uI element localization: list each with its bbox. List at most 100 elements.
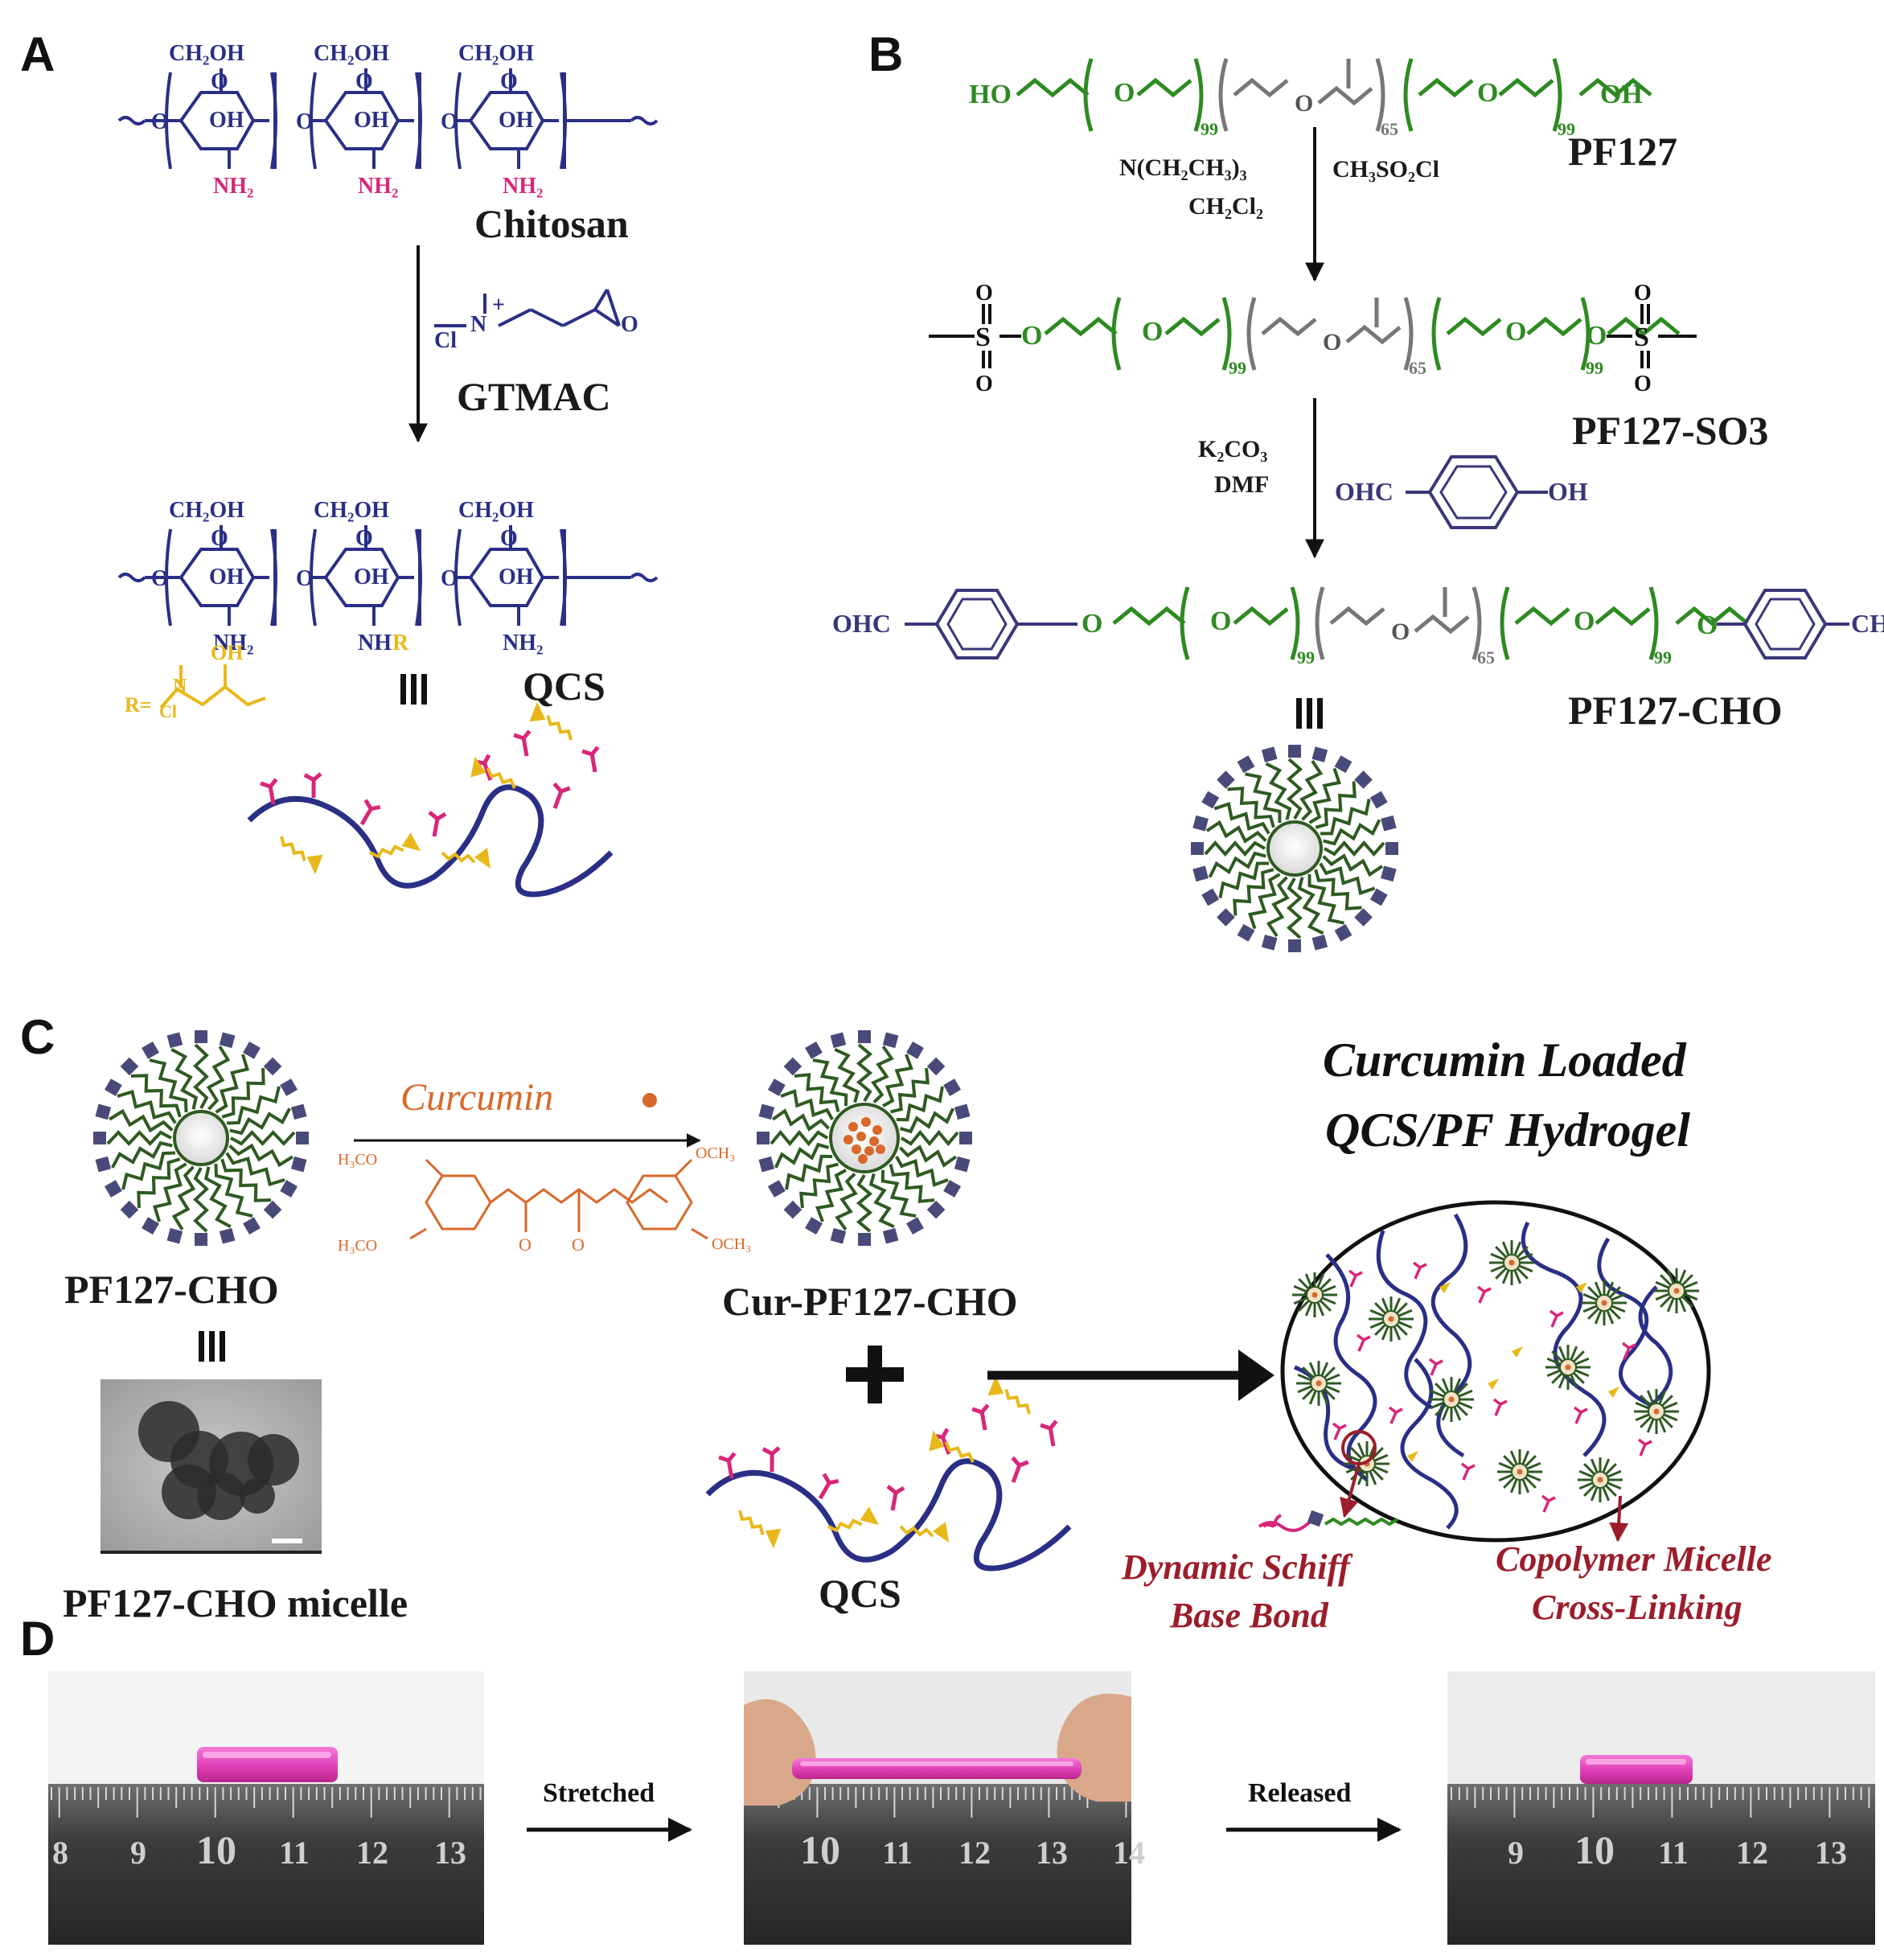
qa-arrowhead [401, 832, 421, 852]
pf127-cho-label: PF127-CHO [1568, 688, 1783, 733]
nh2-label: NH₂ [503, 174, 543, 199]
micelle-arm [882, 1054, 913, 1107]
micelle-arm [1297, 877, 1324, 935]
micelle-arm [1324, 1373, 1340, 1382]
micelle-arm [1660, 1274, 1673, 1287]
aldehyde-head [195, 1233, 207, 1246]
micelle-arm [1316, 1273, 1325, 1289]
micelle-arm [856, 1043, 873, 1103]
qcs-chain [1376, 1230, 1433, 1410]
micelle-arm [1373, 1465, 1389, 1474]
gtmac-epoxide-o: O [621, 312, 638, 337]
peo-bracket [1648, 586, 1659, 660]
micelle-arm [1323, 1366, 1336, 1379]
ch2oh-label: CH₂OH [458, 41, 534, 66]
ppo-subscript: 65 [1477, 647, 1495, 668]
reagent-mscl: CH₃SO₂Cl [1332, 156, 1439, 183]
micelle-arm [1453, 1378, 1462, 1394]
amine-side-group [1011, 1456, 1029, 1483]
qa-zigzag [441, 851, 476, 864]
micelle-arm [1587, 1286, 1600, 1299]
pf127-so3-label: PF127-SO3 [1572, 408, 1768, 453]
ppo-chain-2 [1414, 614, 1470, 635]
peo-bracket [1403, 58, 1414, 132]
micelle-arm [1572, 1371, 1585, 1384]
micelle-arm [1324, 840, 1385, 857]
ch2oh-label: CH₂OH [169, 41, 244, 66]
quaternary-ammonium-group [280, 836, 323, 875]
micelle-arm [1546, 1357, 1562, 1366]
curcumin-particle [1316, 1380, 1322, 1387]
quaternary-ammonium-group [470, 756, 516, 789]
micelle-arm [1608, 1307, 1621, 1320]
ruler-number: 10 [1574, 1827, 1615, 1872]
chitosan-structure: OOHCH₂OHNH₂OOOHCH₂OHNH₂OOOHCH₂OHNH₂O [117, 41, 659, 199]
ppo-chain-2 [1345, 324, 1402, 345]
micelle-arm [1308, 767, 1342, 824]
sulfonyl-right-s: S [1634, 323, 1649, 352]
ruler-number: 11 [882, 1835, 913, 1871]
micelle-arm [1397, 1321, 1413, 1329]
curcumin-particle [1653, 1408, 1660, 1415]
micelle-arm [1498, 1461, 1514, 1470]
micelle-arm [1655, 1292, 1671, 1301]
sulfonyl-right-o: O [1634, 281, 1652, 306]
micelle-arm [1604, 1463, 1617, 1476]
micelle-arm [1299, 759, 1324, 821]
micelle-arm [1602, 1458, 1611, 1474]
aldehyde-head [120, 1200, 139, 1219]
micelle-arm [111, 1140, 173, 1169]
micelle-arm [1682, 1292, 1698, 1301]
amine-side-group [303, 772, 322, 799]
micelle-arm [1297, 1373, 1313, 1382]
micelle-arm [1660, 1295, 1673, 1308]
aldehyde-head [926, 1200, 946, 1219]
r-def-text: R= [125, 693, 152, 717]
aldehyde-head [280, 1180, 298, 1198]
nh2-label: NH₂ [503, 631, 543, 655]
aldehyde-head [1381, 815, 1397, 832]
hydroxybenzaldehyde-structure: OHC OH [1335, 455, 1588, 529]
micelle-arm [1320, 1389, 1329, 1405]
ch2oh-label: CH₂OH [458, 498, 534, 523]
aldehyde-head [95, 1156, 112, 1173]
ppo-subscript: 65 [1409, 358, 1426, 378]
micelle-arm [1587, 1307, 1600, 1320]
amine-side-group [1549, 1309, 1564, 1328]
micelle-arm [1682, 1280, 1698, 1289]
micelle-arm [1435, 1383, 1447, 1395]
curcumin-particle [864, 1146, 874, 1156]
r-group-definition: R= N Cl OH [125, 641, 266, 721]
qa-arrowhead [987, 1375, 1004, 1396]
aldehyde-head [805, 1041, 823, 1059]
aldehyde-head [954, 1156, 971, 1173]
micelle-arm [1286, 758, 1303, 820]
peo-oxygen: O [1114, 78, 1135, 108]
micelle-arm [1441, 1378, 1450, 1394]
micelle-arm [1227, 787, 1275, 828]
micelle-arm [1357, 1442, 1365, 1458]
hba-oh: OH [1548, 477, 1588, 506]
micelle-arm [1516, 1246, 1529, 1259]
cho-left: OHC [832, 609, 891, 638]
aldehyde-head [1217, 770, 1235, 789]
hydroxyl-label: OH [354, 108, 389, 133]
qa-group [1512, 1346, 1523, 1358]
aldehyde-head [219, 1032, 236, 1049]
micelle-arm [1521, 1450, 1530, 1466]
amine-side-group [1621, 1342, 1636, 1360]
micelle-arm [1513, 1241, 1522, 1257]
ruler-number: 8 [52, 1835, 68, 1871]
quaternary-ammonium-group [987, 1375, 1031, 1415]
micelle-arm [214, 1163, 253, 1218]
hydroxyl-label: OH [209, 108, 244, 133]
micelle-arm [1308, 1389, 1317, 1405]
micelle-arm [1503, 1455, 1516, 1468]
micelle-arm [206, 1046, 231, 1111]
amine-side-group [1348, 1269, 1363, 1288]
quaternary-ammonium-group [929, 1430, 975, 1463]
amine-side-group [1573, 1406, 1588, 1424]
qa-group [1407, 1451, 1418, 1462]
